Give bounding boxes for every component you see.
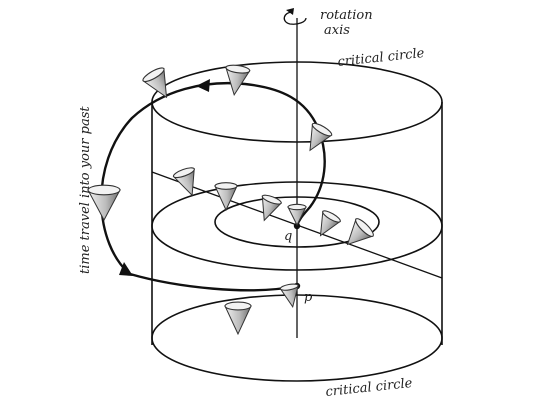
cone-bottom-left-icon <box>224 301 252 336</box>
cone-q-icon <box>287 203 307 227</box>
rotation-arrowhead <box>286 8 294 15</box>
rotation-label-line2: axis <box>324 23 350 38</box>
path-arrowhead-top <box>196 79 210 92</box>
time-travel-label: time travel into your past <box>78 106 93 274</box>
time-travel-path <box>100 79 326 292</box>
cone-top-right-icon <box>309 122 333 152</box>
critical-circle-top-label: critical circle <box>337 46 426 70</box>
point-p-label: p <box>304 290 313 305</box>
point-q-label: q <box>284 229 292 244</box>
cone-inner-right-icon <box>319 210 342 237</box>
cone-p-icon <box>279 283 299 309</box>
cone-left-icon <box>87 184 121 222</box>
cone-right-icon <box>346 218 374 246</box>
rotation-label-line1: rotation <box>320 8 373 23</box>
rotation-arrow <box>283 11 307 25</box>
light-cones <box>87 64 374 336</box>
cone-mid-left-icon <box>172 167 195 197</box>
cone-top-center-icon <box>225 64 251 97</box>
cone-top-left-icon <box>142 67 168 99</box>
cone-inner-left-icon <box>261 194 283 222</box>
path-arrowhead-left <box>119 262 133 276</box>
cone-mid-center-icon <box>214 182 238 212</box>
path-curve <box>100 81 326 292</box>
